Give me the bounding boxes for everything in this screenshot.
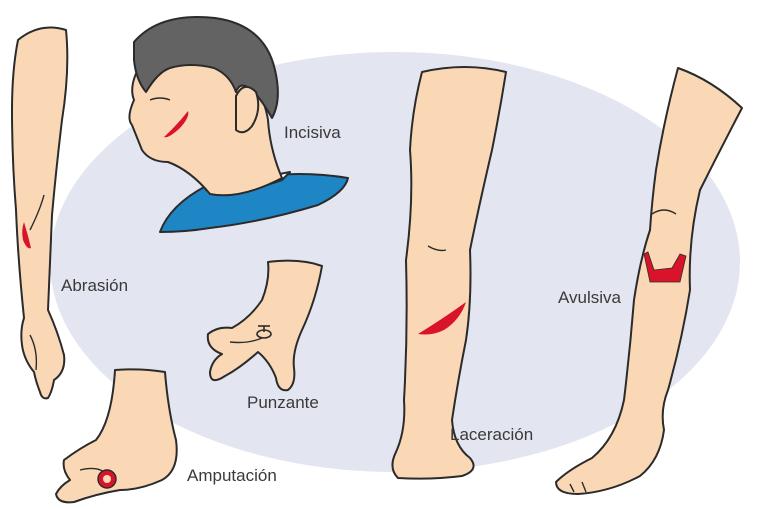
label-laceracion: Laceración bbox=[450, 425, 533, 445]
label-avulsiva: Avulsiva bbox=[558, 288, 621, 308]
arm-figure bbox=[12, 28, 67, 399]
label-amputacion: Amputación bbox=[187, 466, 277, 486]
label-abrasion: Abrasión bbox=[61, 276, 128, 296]
amputation-wound bbox=[98, 470, 116, 488]
hand-amputacion-figure bbox=[56, 369, 177, 502]
label-incisiva: Incisiva bbox=[284, 123, 341, 143]
label-punzante: Punzante bbox=[247, 393, 319, 413]
